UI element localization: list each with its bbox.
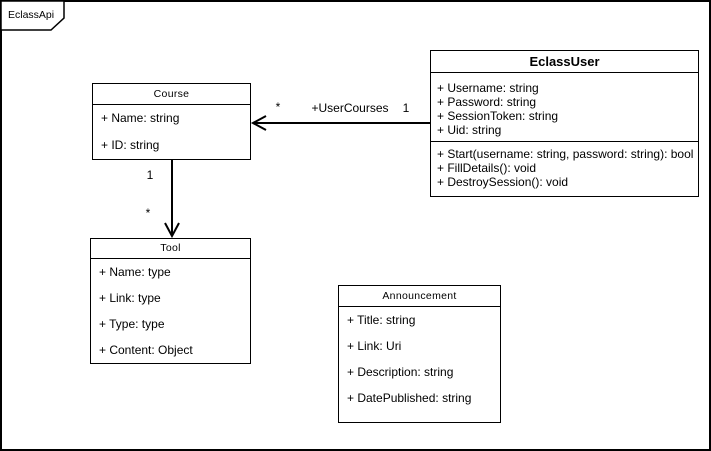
association-name-label: +UserCourses (311, 101, 389, 115)
attribute-row: + Title: string (347, 313, 416, 327)
open-arrowhead (250, 115, 267, 131)
multiplicity-eclassuser-end: 1 (402, 101, 410, 115)
attribute-row: + DatePublished: string (347, 391, 472, 405)
method-line: + Start(username: string, password: stri… (437, 147, 694, 161)
attribute-row: + Link: type (99, 291, 161, 305)
attribute-row: + Description: string (347, 365, 454, 379)
multiplicity-course-end: * (275, 100, 281, 114)
class-course[interactable]: Course + Name: string + ID: string (92, 83, 251, 160)
attribute-row: + Type: type (99, 317, 165, 331)
class-announcement-title: Announcement (339, 286, 500, 307)
class-tool-title: Tool (91, 239, 250, 259)
open-arrowhead (164, 222, 180, 239)
attribute-row: + Name: type (99, 265, 171, 279)
frame-label-pentagon (0, 0, 65, 31)
method-line: + FillDetails(): void (437, 161, 537, 175)
class-announcement[interactable]: Announcement + Title: string + Link: Uri… (338, 285, 501, 423)
attribute-row: + ID: string (101, 138, 160, 152)
methods-section: + Start(username: string, password: stri… (431, 142, 698, 195)
frame-label: EclassApi (8, 9, 55, 21)
attribute-line: + Uid: string (437, 123, 502, 137)
association-course-tool[interactable] (164, 160, 180, 239)
class-course-title: Course (93, 84, 250, 105)
attribute-line: + SessionToken: string (437, 109, 559, 123)
attribute-line: + Password: string (437, 95, 537, 109)
method-line: + DestroySession(): void (437, 175, 569, 189)
association-eclassuser-course[interactable] (250, 115, 430, 131)
attribute-line: + Username: string (437, 81, 539, 95)
attribute-row: + Link: Uri (347, 339, 402, 353)
attributes-section: + Username: string + Password: string + … (431, 73, 698, 142)
class-eclassuser[interactable]: EclassUser + Username: string + Password… (430, 50, 699, 197)
multiplicity-course-bottom: 1 (146, 168, 154, 182)
attribute-row: + Name: string (101, 111, 180, 125)
class-eclassuser-title: EclassUser (431, 51, 698, 73)
multiplicity-tool-end: * (145, 206, 151, 220)
attribute-row: + Content: Object (99, 343, 193, 357)
class-tool[interactable]: Tool + Name: type + Link: type + Type: t… (90, 238, 251, 364)
